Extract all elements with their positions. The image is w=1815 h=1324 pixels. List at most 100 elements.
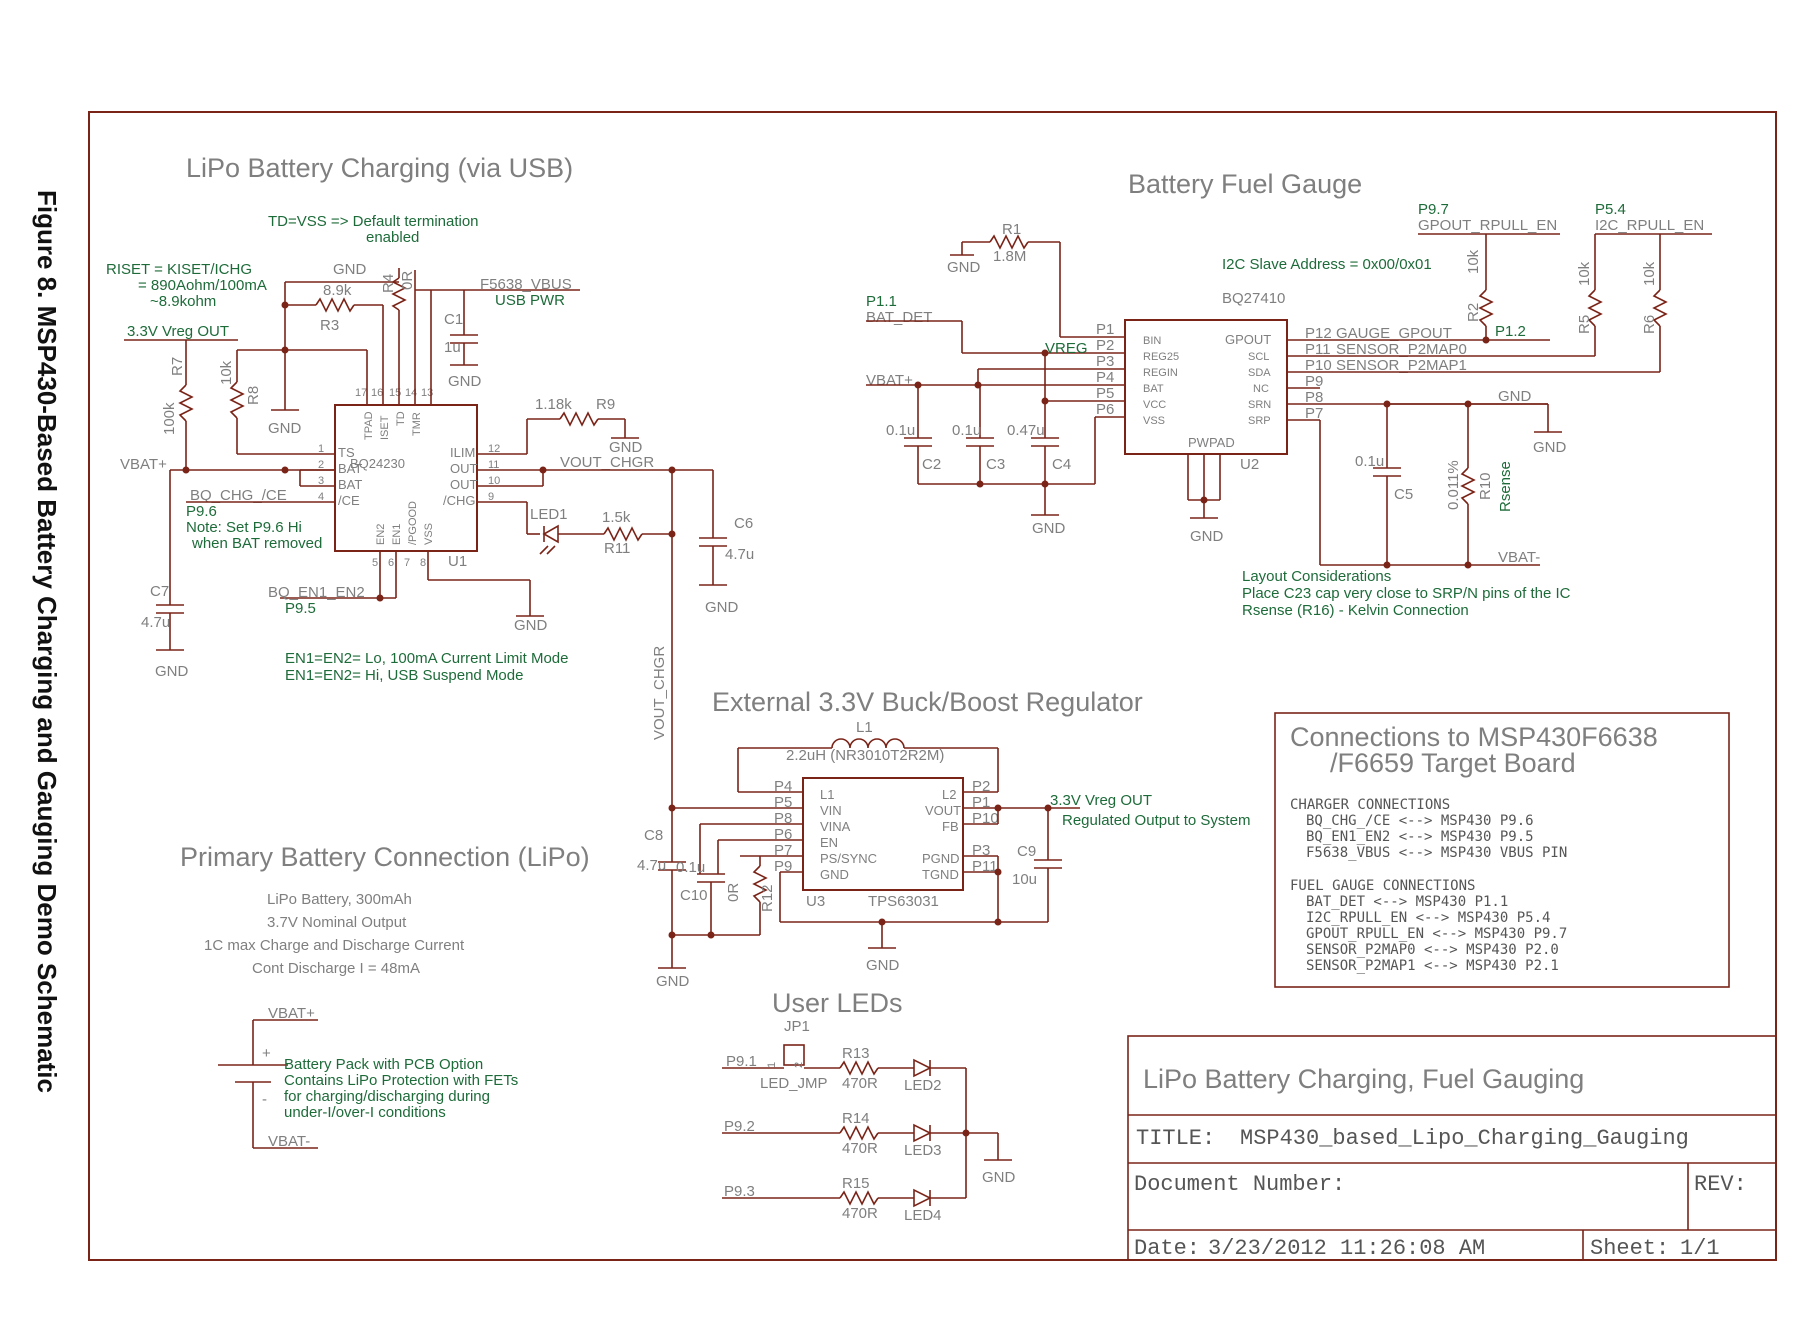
r2-value: 10k	[1465, 249, 1482, 274]
gauge-connection-2: I2C_RPULL_EN <--> MSP430 P5.4	[1306, 910, 1550, 926]
title-block-heading: LiPo Battery Charging, Fuel Gauging	[1143, 1064, 1584, 1094]
en-note-1: EN1=EN2= Lo, 100mA Current Limit Mode	[285, 650, 568, 667]
u2-ref: U2	[1240, 456, 1259, 473]
en-note-2: EN1=EN2= Hi, USB Suspend Mode	[285, 667, 523, 684]
primary-battery: LiPo Battery, 300mAh 3.7V Nominal Output…	[204, 891, 518, 1150]
u1-pin-chg: /CHG	[443, 493, 476, 508]
charger-connection-1: BQ_CHG_/CE <--> MSP430 P9.6	[1306, 813, 1534, 829]
u1-body	[334, 404, 478, 552]
led-row-3-net: P9.3	[724, 1183, 755, 1200]
p11-label: P1.1	[866, 293, 897, 310]
led4-diode	[913, 1188, 932, 1208]
u1-num-17: 17	[355, 387, 367, 399]
r1-value: 1.8M	[993, 248, 1026, 265]
u1-pin-bat1: BAT	[338, 461, 362, 476]
section-title-charging: LiPo Battery Charging (via USB)	[186, 153, 573, 183]
i2c-address: I2C Slave Address = 0x00/0x01	[1222, 256, 1432, 273]
c8-ref: C8	[644, 827, 663, 844]
rev-label: REV:	[1694, 1172, 1747, 1197]
r10-resistor	[1460, 467, 1476, 505]
title-block: LiPo Battery Charging, Fuel Gauging TITL…	[1127, 1035, 1777, 1261]
gpout-rpull-net: GPOUT_RPULL_EN	[1418, 217, 1557, 234]
u3-num-p2: P2	[972, 778, 990, 795]
battery-line-2: 3.7V Nominal Output	[267, 914, 407, 931]
r3-ref: R3	[320, 317, 339, 334]
r1-resistor	[989, 234, 1029, 250]
jp1-pin-1: 1	[766, 1062, 778, 1068]
u2-pin-nc: NC	[1253, 383, 1269, 395]
u3-ref: U3	[806, 893, 825, 910]
u1-ref: U1	[448, 553, 467, 570]
gauge-connection-1: BAT_DET <--> MSP430 P1.1	[1306, 894, 1508, 910]
c8-value: 4.7u	[637, 857, 666, 874]
u3-num-p9: P9	[774, 858, 792, 875]
r10-ref: R10	[1477, 472, 1494, 500]
r1-ref: R1	[1002, 221, 1021, 238]
c10-value: 0.1u	[676, 859, 705, 876]
leds-gnd: GND	[982, 1169, 1016, 1186]
p95-label: P9.5	[285, 600, 316, 617]
u1-num-10: 10	[488, 475, 500, 487]
r2-ref: R2	[1465, 303, 1482, 322]
u2-pin-bat: BAT	[1143, 383, 1164, 395]
title-value: MSP430_based_Lipo_Charging_Gauging	[1240, 1126, 1689, 1151]
u3-num-p4: P4	[774, 778, 792, 795]
c3-ref: C3	[986, 456, 1005, 473]
u3-num-p6: P6	[774, 826, 792, 843]
u1-part-label: BQ24230	[350, 456, 405, 471]
r12-ref: R12	[759, 884, 776, 912]
layout-note-2: Place C23 cap very close to SRP/N pins o…	[1242, 585, 1571, 602]
c10-ref: C10	[680, 887, 708, 904]
p54-label: P5.4	[1595, 201, 1626, 218]
battery-vbat-minus: VBAT-	[268, 1133, 310, 1150]
u3-num-p7: P7	[774, 842, 792, 859]
r9-ref: R9	[596, 396, 615, 413]
u2-pin-gpout: GPOUT	[1225, 332, 1271, 347]
u2-left-pins: BIN REG25 REGIN BAT VCC VSS P1 P2 P3 P4 …	[1096, 321, 1179, 427]
u2-num-p9: P9	[1305, 373, 1323, 390]
charger-connection-2: BQ_EN1_EN2 <--> MSP430 P9.5	[1306, 829, 1534, 845]
c6-value: 4.7u	[725, 546, 754, 563]
u2-num-p4: P4	[1096, 369, 1114, 386]
r7-value: 100k	[161, 402, 178, 435]
u1-pin-bat2: BAT	[338, 477, 362, 492]
u3-pin-pssync: PS/SYNC	[820, 851, 877, 866]
r6-resistor	[1652, 289, 1668, 327]
r14-value: 470R	[842, 1140, 878, 1157]
u2-pwpad: PWPAD	[1188, 435, 1235, 450]
c6-gnd: GND	[705, 599, 739, 616]
p12-label: P1.2	[1495, 323, 1526, 340]
jp1-jumper	[783, 1044, 805, 1066]
battery-plus-sign: +	[262, 1045, 271, 1062]
gauge-connection-5: SENSOR_P2MAP1 <--> MSP430 P2.1	[1306, 958, 1559, 974]
jp1-ref: JP1	[784, 1018, 810, 1035]
user-leds: JP1 1 2 LED_JMP P9.1 R13 470R LED2 P9.2 …	[722, 1018, 1016, 1224]
l1-ref: L1	[856, 719, 873, 736]
vout-chgr-net: VOUT_CHGR	[560, 454, 654, 471]
r9-value: 1.18k	[535, 396, 572, 413]
vreg-out-label-chg: 3.3V Vreg OUT	[127, 323, 229, 340]
u3-num-p8: P8	[774, 810, 792, 827]
u1-num-13: 13	[421, 387, 433, 399]
u1-num-16: 16	[371, 387, 383, 399]
led-row-2-net: P9.2	[724, 1118, 755, 1135]
r8-value: 10k	[218, 360, 235, 385]
layout-note-3: Rsense (R16) - Kelvin Connection	[1242, 602, 1469, 619]
sensor-p2map1-net: SENSOR_P2MAP1	[1336, 357, 1467, 374]
u2-pin-vss: VSS	[1143, 415, 1165, 427]
c7-ref: C7	[150, 583, 169, 600]
l1-inductor	[831, 738, 905, 749]
led3-ref: LED3	[904, 1142, 942, 1159]
r2-resistor	[1478, 289, 1494, 327]
u1-pin-en2: EN2	[375, 524, 387, 545]
sheet-label: Sheet:	[1590, 1236, 1669, 1261]
date-value: 3/23/2012 11:26:08 AM	[1208, 1236, 1485, 1261]
u2-num-p3: P3	[1096, 353, 1114, 370]
r5-value: 10k	[1576, 261, 1593, 286]
u2-pwpad-gnd: GND	[1190, 528, 1224, 545]
r13-ref: R13	[842, 1045, 870, 1062]
r5-resistor	[1587, 289, 1603, 327]
u2-pin-regin: REGIN	[1143, 367, 1178, 379]
figure-caption: Figure 8. MSP430-Based Battery Charging …	[32, 190, 62, 1093]
charger-connections-header: CHARGER CONNECTIONS	[1290, 797, 1450, 813]
